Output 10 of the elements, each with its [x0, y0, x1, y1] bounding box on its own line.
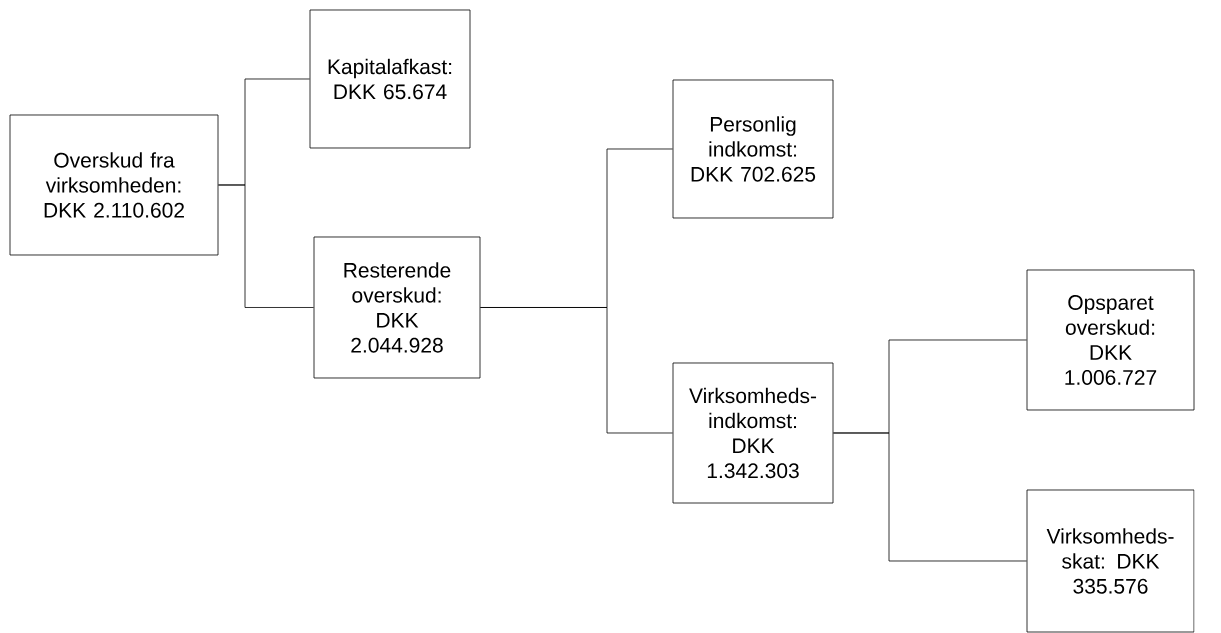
connector-line — [833, 432, 1027, 562]
text-box: Kapitalafkast: DKK 65.674 — [309, 9, 471, 149]
text-box: Personlig indkomst: DKK 702.625 — [672, 79, 834, 219]
connector-line — [218, 184, 314, 308]
text-box: Virksomheds-skat: DKK 335.576 — [1026, 489, 1195, 633]
text-box: Virksomheds-indkomst: DKK 1.342.303 — [672, 362, 834, 504]
text-box: Resterende overskud: DKK 2.044.928 — [313, 236, 481, 379]
text-box: Overskud fra virksomheden: DKK 2.110.602 — [9, 114, 219, 256]
text-box: Opsparet overskud: DKK 1.006.727 — [1026, 269, 1195, 411]
connector-line — [480, 307, 673, 434]
